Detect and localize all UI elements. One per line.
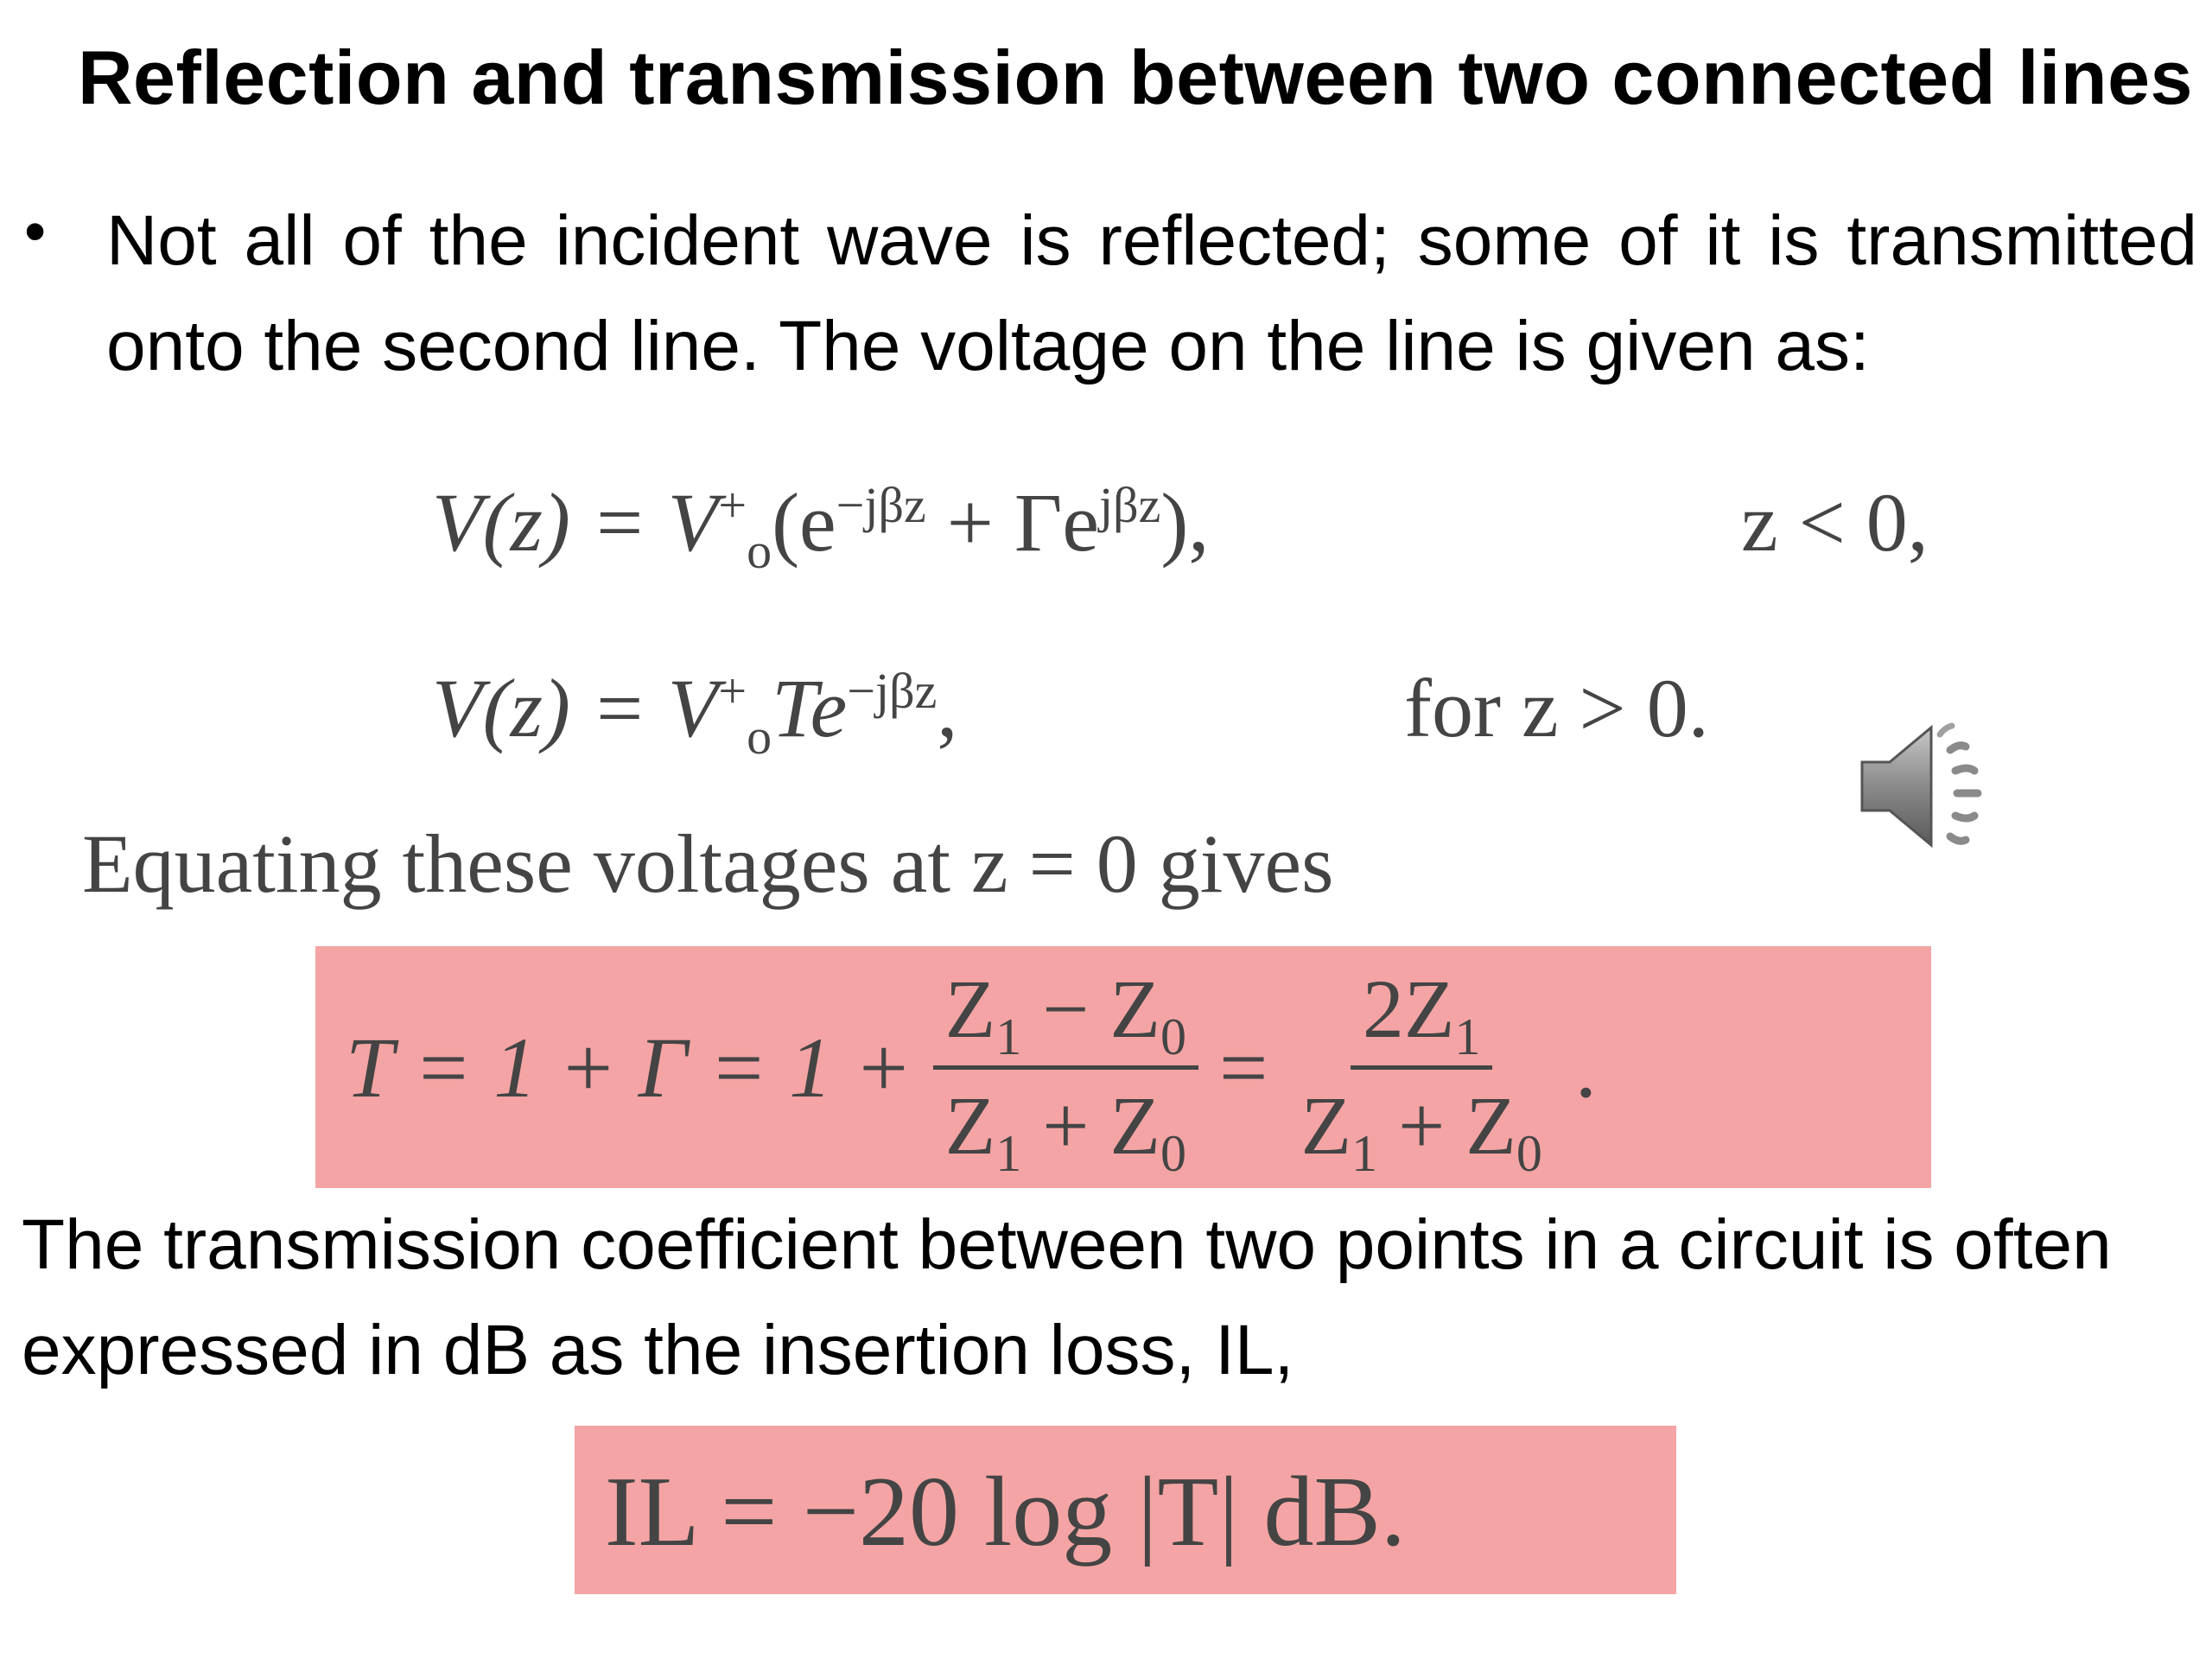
- insertion-loss-equation: IL = −20 log |T| dB.: [605, 1457, 1406, 1567]
- eq-part: + Γe: [925, 476, 1099, 569]
- eq-sub: 1: [995, 1124, 1022, 1182]
- eq-sub: 1: [1454, 1007, 1481, 1065]
- fraction-denominator: Z1 + Z0: [933, 1070, 1198, 1179]
- equating-text: Equating these voltages at z = 0 gives: [82, 817, 1334, 910]
- eq-part: Z: [944, 962, 996, 1055]
- eq-period: .: [1574, 1019, 1597, 1116]
- speaker-icon[interactable]: [1853, 709, 2009, 864]
- eq-sup: jβz: [1098, 477, 1161, 533]
- voltage-equation-region1: V(z) = V+o(e−jβz + Γejβz),: [432, 471, 1210, 576]
- eq-sup: −jβz: [836, 477, 926, 533]
- eq-part: 2Z: [1362, 962, 1455, 1055]
- fraction-numerator: Z1 − Z0: [932, 958, 1199, 1070]
- eq-part: (e: [772, 476, 836, 569]
- eq-sub: o: [747, 523, 772, 580]
- eq-part: Z: [944, 1078, 996, 1172]
- eq-part: − Z: [1021, 962, 1161, 1055]
- eq-sup: +: [718, 663, 747, 719]
- bullet-text: Not all of the incident wave is reflecte…: [106, 201, 2197, 385]
- eq-part: + Z: [1377, 1078, 1516, 1172]
- fraction: 2Z1 Z1 + Z0: [1288, 958, 1554, 1179]
- eq-part: V(z) = V: [432, 662, 719, 754]
- eq-sup: −jβz: [847, 663, 938, 719]
- transmission-coefficient-equation: T = 1 + Γ = 1 + Z1 − Z0 Z1 + Z0 = 2Z1 Z1…: [346, 955, 1597, 1179]
- eq-sub: 0: [1516, 1124, 1542, 1182]
- eq-part: Te: [772, 662, 848, 754]
- eq-equals: =: [1219, 1019, 1268, 1116]
- transmission-description: The transmission coefficient between two…: [22, 1205, 2112, 1389]
- voltage-equation-region2-condition: for z > 0.: [1404, 662, 1709, 754]
- insertion-loss-highlight: [575, 1426, 1676, 1594]
- eq-sub: o: [747, 709, 772, 766]
- eq-sub: 1: [1351, 1124, 1378, 1182]
- eq-sub: 0: [1160, 1124, 1187, 1182]
- fraction-numerator: 2Z1: [1350, 958, 1493, 1070]
- eq-part: ),: [1160, 476, 1210, 569]
- eq-part: ,: [937, 662, 958, 754]
- bullet-point: •: [24, 197, 47, 266]
- eq-sup: +: [718, 477, 747, 533]
- eq-sub: 1: [995, 1007, 1022, 1065]
- eq-part: + Z: [1021, 1078, 1161, 1172]
- eq-part: V(z) = V: [432, 476, 719, 569]
- fraction-denominator: Z1 + Z0: [1288, 1070, 1554, 1179]
- fraction: Z1 − Z0 Z1 + Z0: [932, 958, 1199, 1179]
- voltage-equation-region1-condition: z < 0,: [1741, 476, 1929, 569]
- eq-part: T = 1 + Γ = 1 +: [346, 1019, 912, 1116]
- eq-part: Z: [1300, 1078, 1352, 1172]
- speaker-icon-graphic: [1860, 722, 1982, 849]
- eq-sub: 0: [1160, 1007, 1187, 1065]
- voltage-equation-region2: V(z) = V+oTe−jβz,: [432, 657, 958, 762]
- slide-title: Reflection and transmission between two …: [78, 35, 2193, 120]
